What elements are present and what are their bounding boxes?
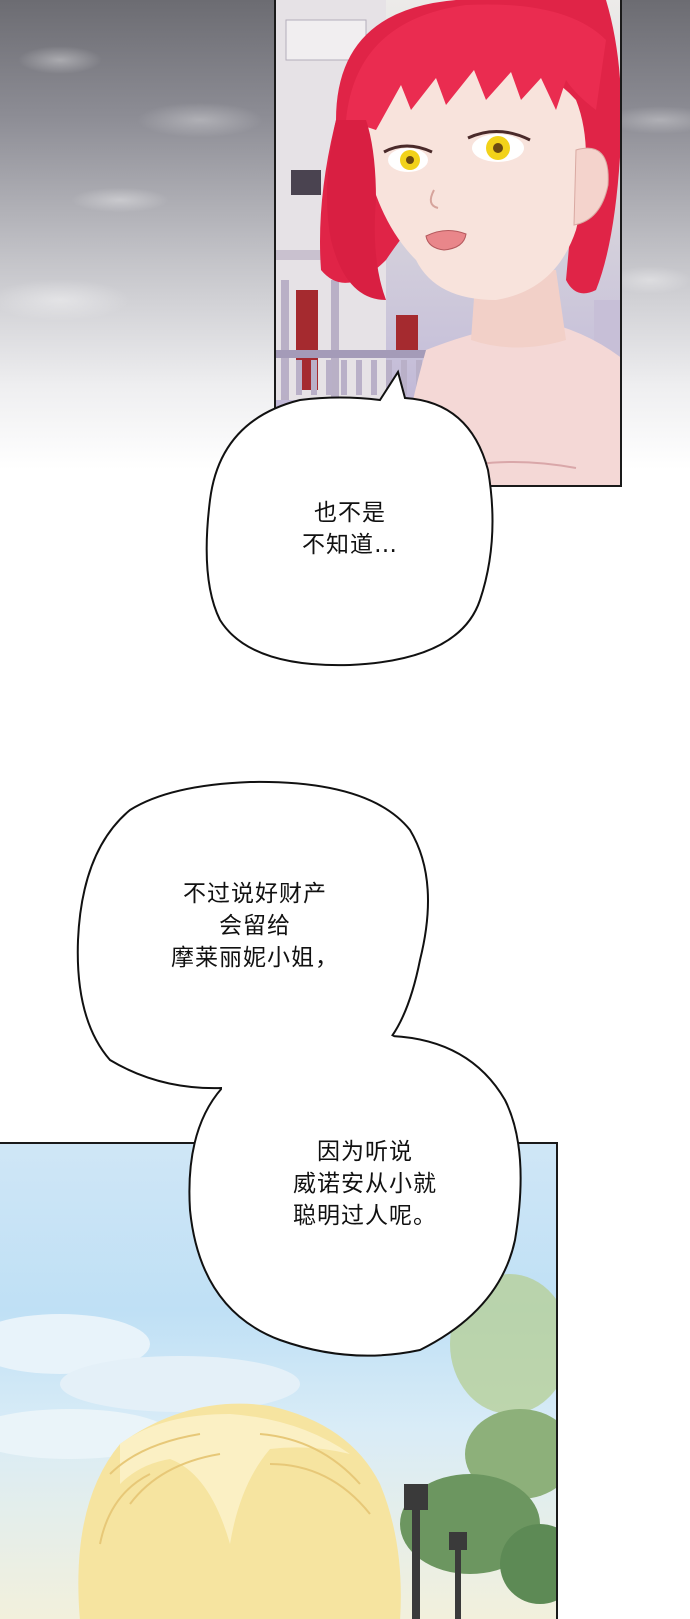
panel-red-haired-woman	[274, 0, 622, 487]
bubble-2-line-1: 不过说好财产	[183, 881, 327, 907]
speech-bubble-2-text: 不过说好财产 会留给 摩莱丽妮小姐，	[130, 878, 380, 974]
speech-bubble-3-text: 因为听说 威诺安从小就 聪明过人呢。	[240, 1136, 490, 1232]
speech-bubble-1	[205, 369, 494, 667]
blond-character-illustration	[0, 1274, 556, 1619]
bubble-1-line-1: 也不是	[314, 500, 386, 526]
bubble-2-line-2: 会留给	[219, 913, 291, 939]
red-haired-woman-illustration	[276, 0, 620, 485]
bubble-1-line-2: 不知道…	[302, 532, 398, 558]
speech-bubble-1-text: 也不是 不知道…	[250, 497, 450, 561]
bubble-2-line-3: 摩莱丽妮小姐，	[171, 945, 339, 971]
bubble-3-line-2: 威诺安从小就	[293, 1171, 437, 1197]
bubble-3-line-3: 聪明过人呢。	[293, 1203, 437, 1229]
bubble-3-line-1: 因为听说	[317, 1139, 413, 1165]
